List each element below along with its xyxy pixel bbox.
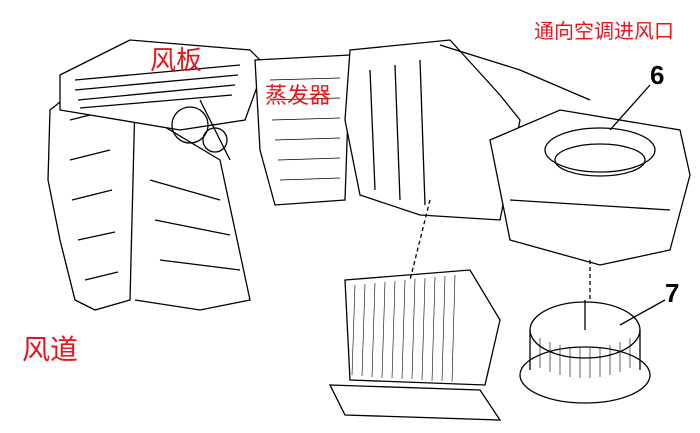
blower-housing [489,109,691,266]
leader-line-7 [619,299,666,326]
callout-6: 6 [650,60,665,90]
leader-line-6 [609,84,651,131]
label-damper: 风板 [150,46,203,76]
cabin-filter [328,269,502,421]
blower-fan [519,300,651,404]
label-evaporator: 蒸发器 [265,84,332,109]
damper-assembly [59,39,266,161]
label-to-ac-inlet: 通向空调进风口 [534,19,674,43]
label-air-duct: 风道 [22,333,79,366]
main-housing [344,39,591,221]
callout-7: 7 [665,278,680,308]
air-duct-housing [47,79,251,311]
evaporator-core [254,54,351,206]
